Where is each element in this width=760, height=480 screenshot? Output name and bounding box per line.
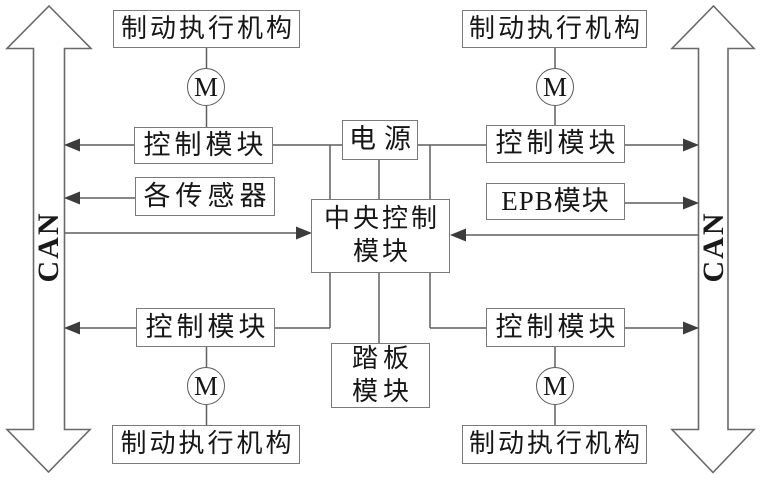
arrowhead-left [450,228,466,242]
arrowhead-right [296,226,312,240]
motor-circle-top-right: M [536,68,574,106]
box-brake-actuator-top-right: 制动执行机构 [462,10,647,48]
central-control-label-line1: 中央控制 [323,204,440,234]
motor-circle-top-left: M [187,68,225,106]
arrowhead-right [683,138,699,152]
box-control-module-bottom-right: 控制模块 [486,308,625,347]
pedal-module-label-line2: 模块 [351,376,414,406]
arrowhead-left [64,191,80,205]
motor-circle-bottom-left: M [187,367,225,405]
box-brake-actuator-top-left: 制动执行机构 [113,10,300,48]
box-epb-module: EPB模块 [486,183,625,220]
arrowhead-right [683,321,699,335]
box-control-module-top-left: 控制模块 [134,127,273,164]
arrowhead-left [64,321,80,335]
arrowhead-right [683,196,699,210]
central-control-label-line2: 模块 [352,237,411,266]
can-bus-label-left: CAN [32,211,65,283]
box-pedal-module: 踏板 模块 [331,343,430,408]
connector-lines [64,48,699,425]
box-power-supply: 电源 [342,120,418,160]
pedal-module-label-line1: 踏板 [351,343,414,373]
box-control-module-bottom-left: 控制模块 [136,308,275,347]
box-control-module-top-right: 控制模块 [486,125,625,163]
arrowheads [64,138,699,335]
can-bus-arrow-right [670,4,756,474]
motor-circle-bottom-right: M [536,367,574,405]
arrowhead-left [64,138,80,152]
can-bus-arrow-left [5,4,93,474]
box-brake-actuator-bottom-right: 制动执行机构 [462,425,647,464]
can-bus-label-right: CAN [697,211,730,283]
box-sensors: 各传感器 [135,177,275,216]
box-brake-actuator-bottom-left: 制动执行机构 [112,425,300,464]
box-central-control-module: 中央控制 模块 [311,199,450,273]
